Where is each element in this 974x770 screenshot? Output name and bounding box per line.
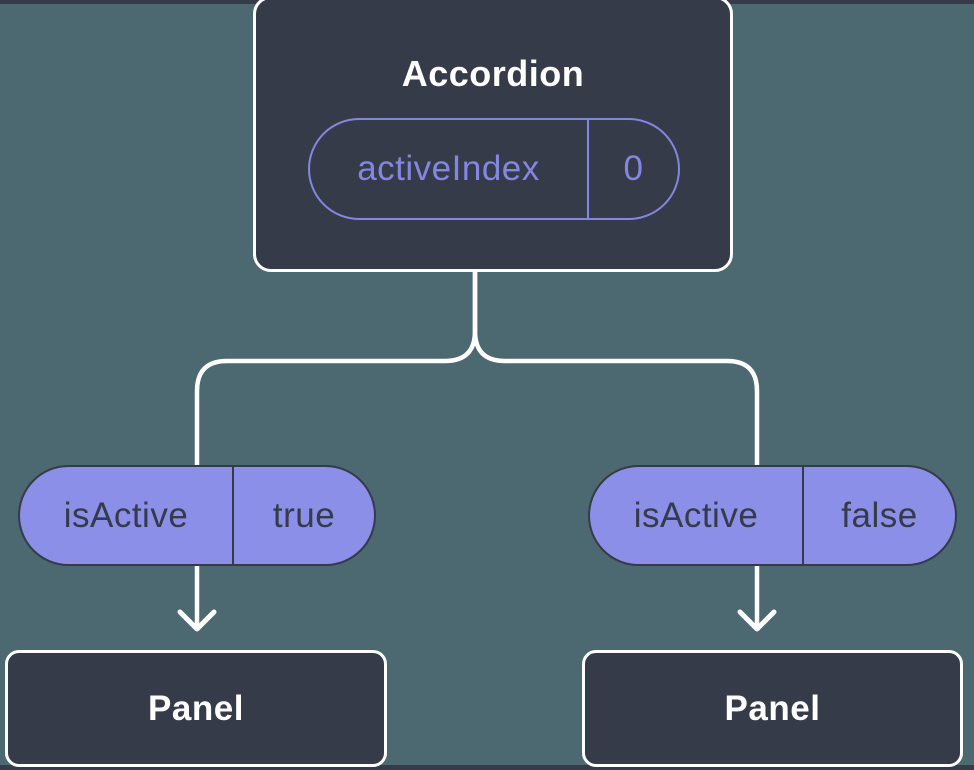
- node-accordion: Accordion activeIndex 0: [253, 0, 733, 272]
- node-accordion-label: Accordion: [401, 53, 585, 94]
- state-pill-activeindex: activeIndex 0: [308, 118, 680, 220]
- node-panel-right: Panel: [582, 650, 963, 767]
- connector-right-branch: [472, 265, 760, 471]
- prop-pill-value: false: [802, 467, 955, 564]
- prop-pill-isactive-left: isActive true: [18, 465, 376, 566]
- state-pill-value: 0: [587, 120, 678, 218]
- left-arrow-down-icon: [177, 609, 217, 632]
- node-panel-label: Panel: [724, 688, 821, 728]
- prop-pill-value: true: [232, 467, 374, 564]
- connector-left-branch: [194, 265, 478, 471]
- prop-pill-isactive-right: isActive false: [588, 465, 957, 566]
- node-panel-label: Panel: [148, 688, 244, 728]
- prop-pill-name: isActive: [633, 495, 759, 535]
- state-pill-name: activeIndex: [357, 149, 540, 188]
- bottom-crop-strip: [0, 765, 974, 770]
- prop-pill-name: isActive: [63, 495, 189, 535]
- node-panel-left: Panel: [5, 650, 387, 767]
- right-arrow-down-icon: [737, 609, 777, 632]
